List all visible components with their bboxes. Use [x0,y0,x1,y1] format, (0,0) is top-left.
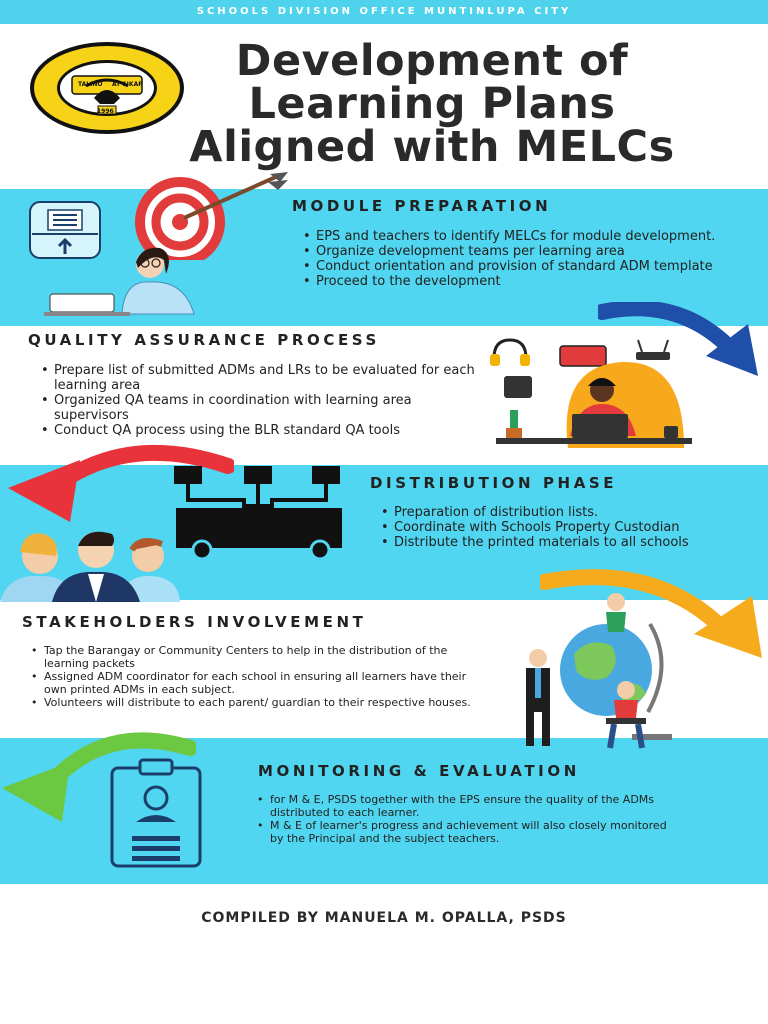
qa-list: Prepare list of submitted ADMs and LRs t… [38,363,478,438]
people-group-illustration [0,522,180,606]
logo-banner-right: AT SIKAP [112,81,143,88]
list-item: Organized QA teams in coordination with … [38,393,478,423]
blue-curved-arrow-icon [594,300,768,388]
module-list: EPS and teachers to identify MELCs for m… [300,229,760,289]
green-curved-arrow-icon [0,728,198,828]
logo-banner-left: TALINO [78,81,103,88]
office-name: SCHOOLS DIVISION OFFICE MUNTINLUPA CITY [196,6,572,17]
monitoring-heading: MONITORING & EVALUATION [258,762,580,780]
student-laptop-illustration [44,244,222,324]
title-line-3: Aligned with MELCs [189,122,675,172]
id-clipboard-icon [106,758,206,874]
list-item: Distribute the printed materials to all … [378,535,738,550]
list-item: Conduct QA process using the BLR standar… [38,423,478,438]
stakeholders-list: Tap the Barangay or Community Centers to… [28,644,488,709]
list-item: Preparation of distribution lists. [378,505,738,520]
target-arrow-icon [128,170,300,267]
title-line-2: Learning Plans [248,79,616,129]
top-banner: SCHOOLS DIVISION OFFICE MUNTINLUPA CITY [0,0,768,24]
red-curved-arrow-icon [4,440,236,534]
list-item: Conduct orientation and provision of sta… [300,259,760,274]
list-item: Assigned ADM coordinator for each school… [28,670,488,696]
stakeholders-heading: STAKEHOLDERS INVOLVEMENT [22,613,367,631]
page-title: Development of Learning Plans Aligned wi… [132,40,732,169]
list-item: Organize development teams per learning … [300,244,760,259]
distribution-heading: DISTRIBUTION PHASE [370,474,618,492]
list-item: M & E of learner's progress and achievem… [254,819,674,845]
document-upload-icon [28,200,102,264]
division-logo: 1996 TALINO AT SIKAP [28,40,186,136]
delivery-truck-icon [172,464,346,564]
compiled-by-credit: COMPILED BY MANUELA M. OPALLA, PSDS [201,910,567,926]
title-line-1: Development of [235,36,629,86]
logo-year: 1996 [97,108,114,115]
list-item: Prepare list of submitted ADMs and LRs t… [38,363,478,393]
orange-curved-arrow-icon [536,568,768,668]
list-item: Coordinate with Schools Property Custodi… [378,520,738,535]
list-item: EPS and teachers to identify MELCs for m… [300,229,760,244]
qa-heading: QUALITY ASSURANCE PROCESS [28,331,380,349]
list-item: for M & E, PSDS together with the EPS en… [254,793,674,819]
monitoring-list: for M & E, PSDS together with the EPS en… [254,793,674,845]
programmer-illustration [488,336,698,454]
globe-students-illustration [514,584,690,756]
module-heading: MODULE PREPARATION [292,197,552,215]
distribution-list: Preparation of distribution lists. Coord… [378,505,738,550]
list-item: Volunteers will distribute to each paren… [28,696,488,709]
list-item: Proceed to the development [300,274,760,289]
list-item: Tap the Barangay or Community Centers to… [28,644,488,670]
